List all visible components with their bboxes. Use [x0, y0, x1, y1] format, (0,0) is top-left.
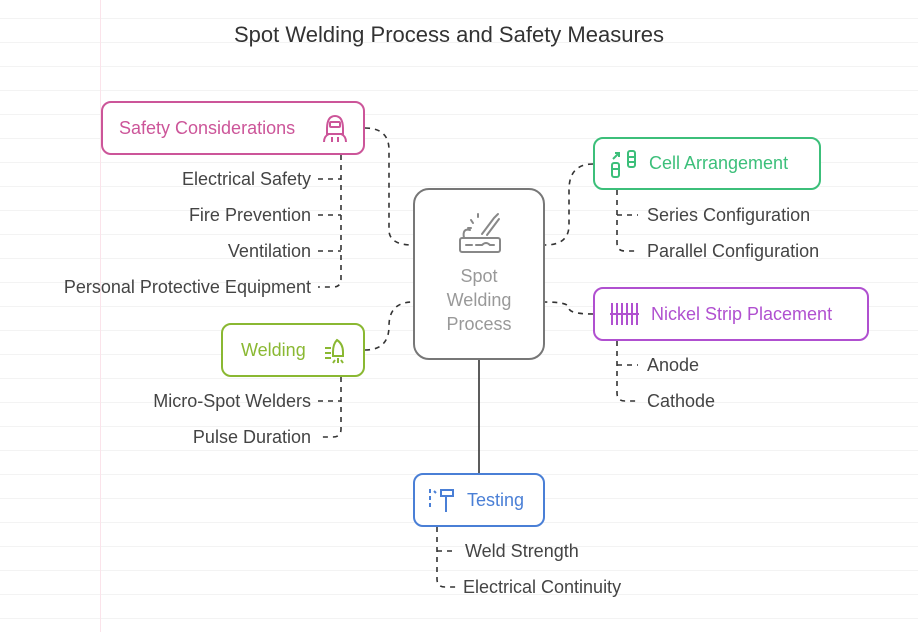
testing-item: Electrical Continuity	[463, 577, 622, 597]
battery-cells-icon	[611, 149, 636, 178]
hammer-test-icon	[429, 489, 454, 512]
nickel-items-line	[616, 341, 638, 402]
center-label-line: Welding	[446, 290, 512, 310]
welding-items-line	[318, 377, 342, 438]
diagram-title: Spot Welding Process and Safety Measures	[233, 22, 665, 47]
connector-cell	[544, 163, 594, 246]
welding-node[interactable]: Welding	[221, 323, 365, 377]
cell-arrangement-node[interactable]: Cell Arrangement	[593, 137, 821, 190]
welding-item: Pulse Duration	[192, 427, 311, 447]
cell-item: Parallel Configuration	[647, 241, 820, 261]
safety-item: Ventilation	[227, 241, 311, 261]
nickel-item: Cathode	[647, 391, 716, 411]
testing-node[interactable]: Testing	[413, 473, 545, 527]
safety-items-line	[318, 155, 342, 288]
nickel-strip-placement-node[interactable]: Nickel Strip Placement	[593, 287, 869, 341]
testing-items-line	[436, 527, 456, 588]
safety-item: Fire Prevention	[188, 205, 311, 225]
center-node[interactable]: Spot Welding Process	[413, 188, 545, 360]
welding-item: Micro-Spot Welders	[153, 391, 311, 411]
welding-mask-icon	[323, 114, 347, 143]
cell-items-line	[616, 190, 638, 252]
center-label-line: Process	[446, 314, 512, 334]
nickel-strip-icon	[610, 303, 639, 325]
node-label: Nickel Strip Placement	[651, 303, 833, 324]
safety-considerations-node[interactable]: Safety Considerations	[101, 101, 365, 155]
nickel-item: Anode	[647, 355, 700, 375]
center-label-line: Spot	[460, 266, 498, 286]
node-label: Safety Considerations	[119, 117, 296, 138]
welding-torch-icon	[325, 338, 344, 364]
paper-margin-line	[100, 0, 101, 632]
node-label: Welding	[241, 339, 306, 360]
connector-safety	[364, 127, 414, 246]
node-label: Testing	[467, 489, 525, 510]
cell-item: Series Configuration	[647, 205, 811, 225]
safety-item: Personal Protective Equipment	[63, 277, 311, 297]
testing-item: Weld Strength	[465, 541, 579, 561]
spot-welding-icon	[459, 213, 501, 253]
safety-item: Electrical Safety	[181, 169, 311, 189]
connector-nickel	[544, 301, 594, 315]
connector-welding	[364, 301, 414, 351]
node-label: Cell Arrangement	[649, 153, 789, 173]
